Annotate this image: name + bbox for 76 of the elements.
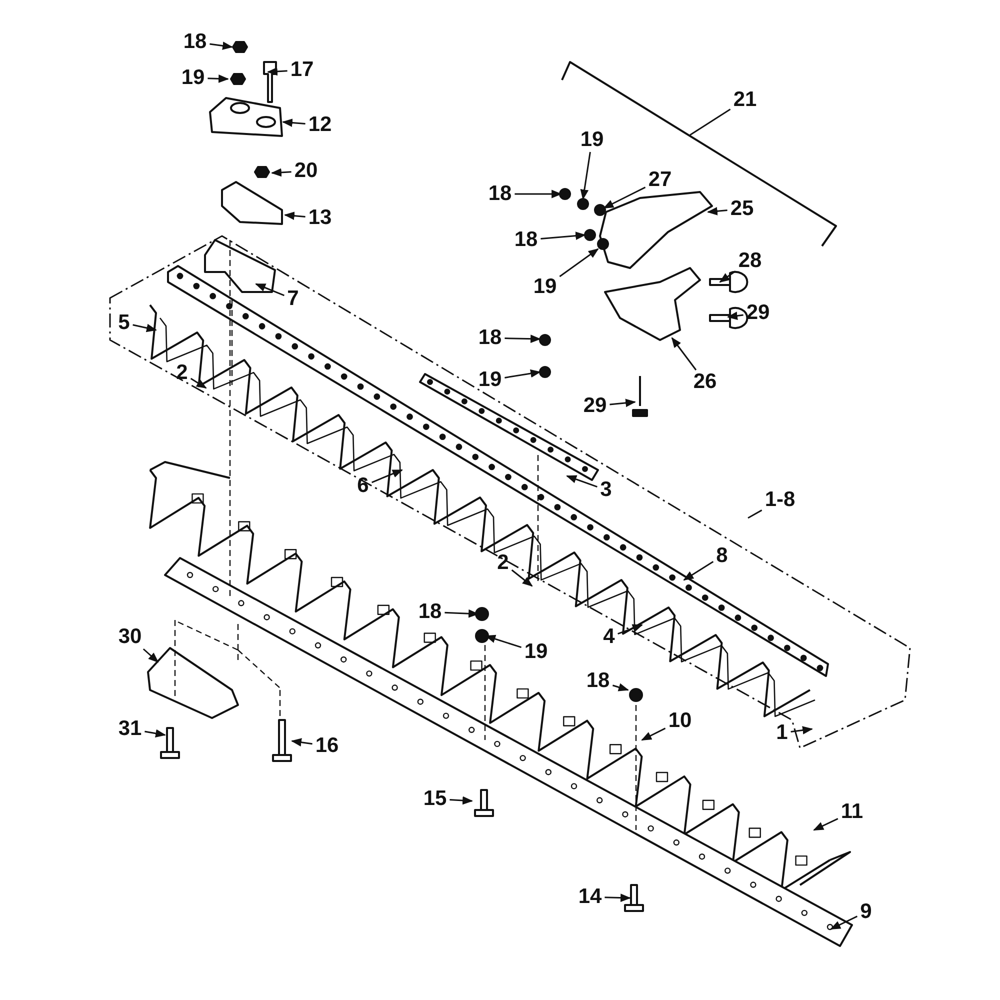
callout-number: 19 — [180, 67, 206, 89]
callout-number: 11 — [840, 801, 864, 823]
callout-number: 28 — [737, 250, 763, 272]
callout-number: 9 — [859, 901, 873, 923]
leader-arrow — [210, 42, 234, 50]
leader-arrow — [604, 894, 632, 902]
leader-line — [748, 510, 762, 519]
leader-arrow — [132, 324, 158, 332]
leader-arrow — [813, 818, 838, 831]
leader-arrow — [618, 624, 643, 634]
leader-arrow — [566, 475, 598, 488]
callout-number: 18 — [417, 601, 443, 623]
leader-arrow — [790, 726, 814, 734]
callout-number: 17 — [289, 59, 315, 81]
callout-number: 6 — [356, 475, 370, 497]
leader-arrow — [372, 469, 403, 484]
callout-number: 29 — [582, 395, 608, 417]
callout-number: 18 — [487, 183, 513, 205]
callout-number: 31 — [117, 718, 143, 740]
leader-arrow — [282, 118, 306, 127]
callout-number: 21 — [732, 89, 758, 111]
leader-arrow — [142, 648, 159, 663]
leader-arrow — [144, 729, 166, 738]
callout-number: 19 — [477, 369, 503, 391]
callout-number: 19 — [523, 641, 549, 663]
leader-arrow — [450, 796, 474, 805]
callout-number: 18 — [477, 327, 503, 349]
callout-number: 18 — [513, 229, 539, 251]
leader-arrow — [726, 312, 744, 320]
leader-arrow — [284, 212, 306, 220]
leader-arrow — [603, 186, 646, 209]
leader-arrow — [612, 683, 629, 692]
callout-number: 5 — [117, 312, 131, 334]
leader-arrow — [270, 168, 292, 177]
callout-number: 26 — [692, 371, 718, 393]
callout-number: 8 — [715, 545, 729, 567]
leader-arrow — [641, 728, 666, 741]
callout-number: 27 — [647, 169, 673, 191]
callout-number: 1-8 — [764, 489, 796, 511]
leader-arrow — [706, 206, 728, 216]
callout-number: 18 — [585, 670, 611, 692]
callout-number: 2 — [175, 362, 189, 384]
callout-number: 16 — [314, 735, 340, 757]
leader-arrow — [683, 560, 714, 581]
callout-number: 12 — [307, 114, 333, 136]
callout-number: 4 — [602, 626, 616, 648]
leader-arrow — [504, 334, 542, 343]
leader-arrow — [671, 337, 697, 370]
callout-number: 2 — [496, 552, 510, 574]
leader-arrow — [266, 67, 288, 76]
callout-number: 1 — [775, 722, 789, 744]
leader-arrow — [190, 378, 207, 389]
leader-line — [690, 108, 731, 136]
leader-arrow — [511, 569, 533, 587]
callout-number: 14 — [577, 886, 603, 908]
callout-number: 3 — [599, 479, 613, 501]
callout-number: 10 — [667, 710, 693, 732]
leader-arrow — [504, 369, 542, 378]
leader-arrow — [719, 270, 736, 283]
callout-number: 20 — [293, 160, 319, 182]
callout-number: 19 — [532, 276, 558, 298]
leader-arrow — [290, 738, 312, 746]
callout-number: 30 — [117, 626, 143, 648]
leader-arrow — [514, 190, 562, 198]
leader-arrow — [540, 232, 586, 240]
callout-number: 13 — [307, 207, 333, 229]
callout-number: 29 — [745, 302, 771, 324]
callout-number: 25 — [729, 198, 755, 220]
callout-number: 19 — [579, 129, 605, 151]
callout-number: 18 — [182, 31, 208, 53]
leader-arrow — [610, 398, 636, 408]
leader-arrow — [580, 152, 591, 200]
leader-arrow — [559, 248, 599, 278]
leader-arrow — [208, 74, 230, 83]
callout-number: 7 — [286, 288, 300, 310]
callout-number: 15 — [422, 788, 448, 810]
